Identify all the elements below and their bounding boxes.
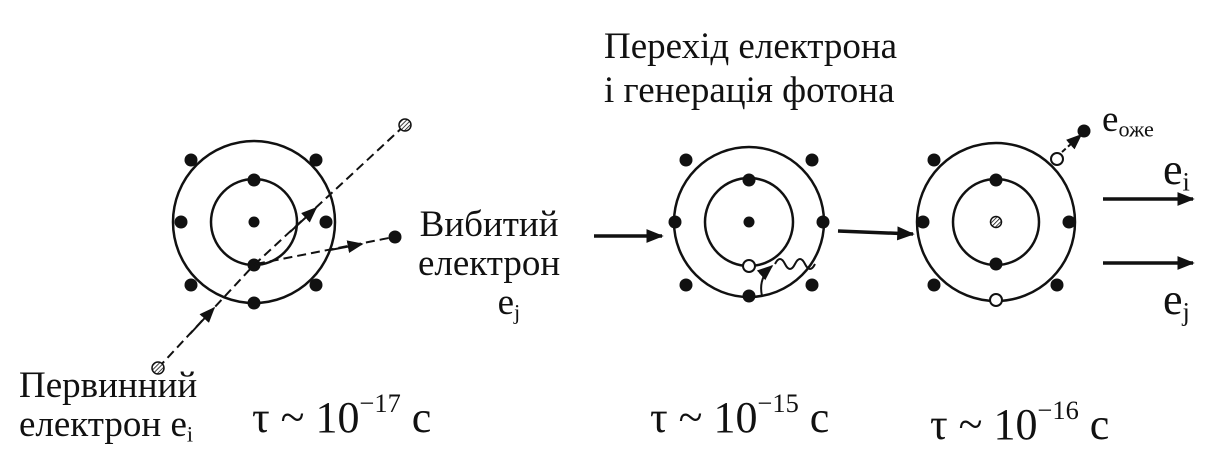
inner-electron-bottom [989, 257, 1003, 271]
outer-electron [309, 153, 323, 167]
output-label-ej: ej [1163, 275, 1190, 327]
atom-2 [668, 145, 830, 303]
atom-3 [915, 124, 1091, 307]
knocked-electron [388, 230, 402, 244]
knocked-track [255, 236, 395, 265]
primary-track-arrow [189, 306, 216, 335]
auger-electron [1077, 124, 1091, 138]
time-label-1: τ ~ 10−17 с [252, 388, 432, 442]
time-label-2: τ ~ 10−15 с [650, 388, 830, 442]
nucleus [989, 215, 1003, 229]
outer-electron [184, 153, 198, 167]
nucleus [743, 216, 755, 228]
knocked-label-line2: електрон [418, 242, 561, 284]
outer-electron [309, 278, 323, 292]
scattered-track-arrow [289, 206, 318, 233]
knocked-track-arrow [329, 240, 364, 253]
outer-electron [679, 278, 693, 292]
outer-vacancy [989, 293, 1003, 307]
primary-electron [151, 361, 165, 375]
scattered-track [253, 124, 406, 266]
photon-wave [774, 258, 816, 270]
inner-electron-top [247, 173, 261, 187]
outer-electron [319, 215, 333, 229]
primary-label-line2: електрон ei [19, 403, 194, 447]
outer-electron [679, 153, 693, 167]
transition-label-line2: і генерація фотона [604, 70, 895, 112]
process-arrow [837, 226, 915, 241]
primary-label: Первинний електрон ei [19, 365, 198, 447]
outer-electron [927, 278, 941, 292]
outer-electron [174, 215, 188, 229]
knocked-label-line1: Вибитий [419, 204, 559, 245]
time-label-3: τ ~ 10−16 с [930, 395, 1110, 449]
outer-electron [1050, 278, 1064, 292]
outer-electron [805, 278, 819, 292]
nucleus [248, 216, 260, 228]
auger-track [1061, 133, 1083, 153]
outer-electron [247, 296, 261, 310]
inner-electron-top [989, 173, 1003, 187]
transition-label-line1: Перехід електрона [604, 26, 898, 67]
knocked-symbol: ej [497, 281, 521, 325]
outer-vacancy [1050, 152, 1064, 166]
outer-electron [1062, 215, 1076, 229]
primary-label-line1: Первинний [19, 365, 198, 406]
auger-label: eоже [1102, 99, 1154, 142]
outer-electron [805, 153, 819, 167]
outer-electron [742, 289, 756, 303]
output-label-ei: ei [1163, 145, 1190, 197]
outer-electron [668, 215, 682, 229]
outer-electron [916, 215, 930, 229]
transition-label: Перехід електрона і генерація фотона [604, 25, 897, 114]
inner-electron-top [742, 173, 756, 187]
outer-electron [927, 153, 941, 167]
scattered-electron [398, 118, 412, 132]
inner-vacancy [742, 259, 756, 273]
knocked-label: Вибитий електрон ej [418, 204, 561, 325]
outer-electron [816, 215, 830, 229]
outer-electron [184, 278, 198, 292]
transition-arrow [756, 264, 774, 297]
atom-1 [151, 118, 412, 375]
